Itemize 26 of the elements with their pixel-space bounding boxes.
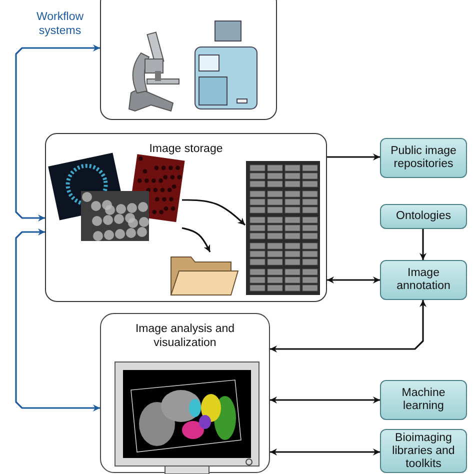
arrow — [327, 276, 380, 284]
arrow — [270, 396, 380, 404]
annotation-text: Workflow systems — [35, 10, 85, 38]
arrow — [270, 300, 426, 352]
arrow — [15, 228, 100, 412]
process-box — [380, 429, 467, 473]
box-label: Ontologies — [395, 210, 452, 223]
arrow — [15, 44, 100, 222]
monitor-outline — [100, 313, 270, 473]
box-label: Machine learning — [400, 387, 446, 413]
arrow — [182, 199, 246, 226]
panel-box — [45, 133, 327, 302]
panel-title: Image storage — [149, 142, 223, 156]
arrow — [270, 448, 380, 456]
box-label: Bioimaging libraries and toolkits — [391, 432, 456, 470]
panel-box — [100, 0, 277, 120]
arrow — [182, 227, 211, 252]
arrow — [420, 229, 426, 260]
box-label: Public image repositories — [390, 145, 458, 171]
process-box — [380, 204, 467, 229]
process-box — [380, 380, 467, 420]
arrow — [327, 154, 380, 160]
box-label: Image annotation — [396, 267, 452, 293]
process-box — [380, 260, 467, 300]
process-box — [380, 138, 467, 178]
panel-title: Image analysis and visualization — [134, 322, 236, 350]
